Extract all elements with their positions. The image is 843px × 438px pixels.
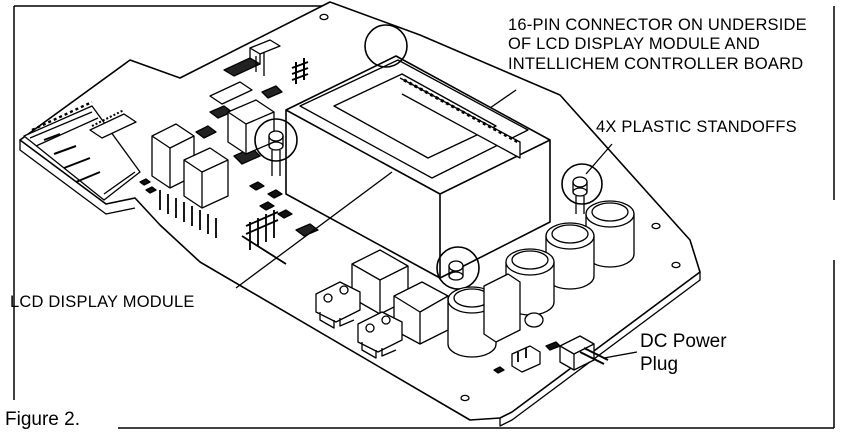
left-relays <box>151 99 275 238</box>
standoff-icons <box>268 130 588 281</box>
callout-circle-standoff-2 <box>561 163 603 205</box>
connector-callout-label: 16-PIN CONNECTOR ON UNDERSIDE OF LCD DIS… <box>508 16 807 74</box>
capacitors <box>447 200 635 358</box>
leader-lines <box>235 89 638 359</box>
leader-standoffs <box>585 143 613 175</box>
callout-circle-standoff-1 <box>254 118 298 162</box>
figure-caption: Figure 2. <box>5 409 80 430</box>
pcb-edge <box>19 140 136 215</box>
edge-connector <box>23 100 141 201</box>
dc-power-label-line-1: DC Power <box>640 331 727 352</box>
leader-dc-power <box>603 351 638 359</box>
pcb-edge-front <box>499 272 701 427</box>
terminal-blocks <box>315 281 403 359</box>
lcd-display-module <box>285 55 551 279</box>
dc-area-parts <box>493 312 561 374</box>
standoff-3 <box>448 260 464 281</box>
small-ics <box>89 57 319 237</box>
connector-label-line-3: INTELLICHEM CONTROLLER BOARD <box>508 54 804 73</box>
leader-connector <box>489 89 517 109</box>
mounting-holes <box>319 13 681 402</box>
standoffs-callout-label: 4X PLASTIC STANDOFFS <box>596 118 797 136</box>
dc-power-callout-label: DC Power Plug <box>640 331 727 377</box>
capacitor-1 <box>585 200 635 268</box>
bottom-relays <box>351 249 521 345</box>
header-pins <box>241 39 309 265</box>
dc-power-label-line-2: Plug <box>640 353 679 375</box>
lcd-module-callout-label: LCD DISPLAY MODULE <box>10 293 195 311</box>
leader-lcd <box>235 171 393 289</box>
standoff-1 <box>268 130 284 176</box>
connector-label-line-1: 16-PIN CONNECTOR ON UNDERSIDE <box>508 16 807 34</box>
connector-label-line-2: OF LCD DISPLAY MODULE AND <box>508 35 760 54</box>
standoff-2 <box>572 176 588 214</box>
callout-circle-connector <box>364 24 408 68</box>
